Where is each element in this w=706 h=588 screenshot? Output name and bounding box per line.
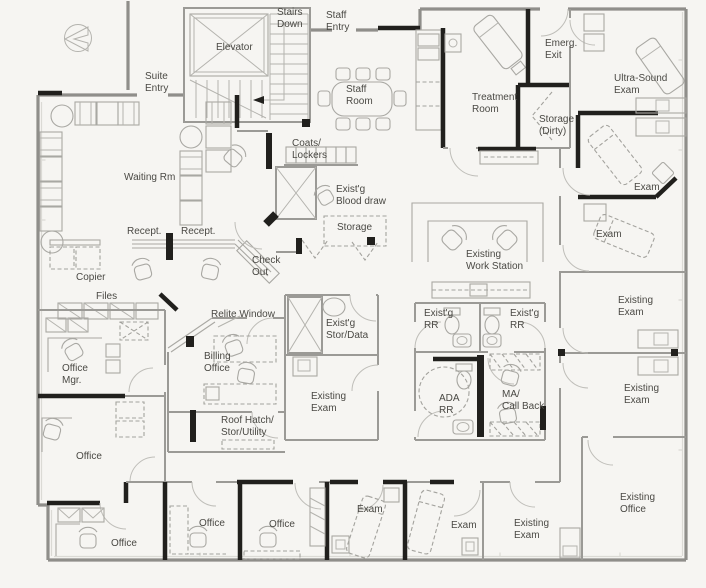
room-label-exam-ne1: Exam — [634, 182, 660, 193]
room-label-stairs-down: Stairs Down — [277, 7, 303, 30]
elevator-stairs-block — [183, 7, 311, 123]
room-label-existing-exam-b: Existing Exam — [514, 518, 550, 541]
room-label-storage: Storage — [337, 222, 373, 233]
work-station-desk — [411, 202, 544, 299]
waiting-room-furniture — [39, 101, 247, 254]
existing-exam-b-furniture — [559, 527, 581, 559]
room-label-roof-hatch: Roof Hatch/ Stor/Utility — [221, 415, 274, 438]
room-label-blood-draw: Exist'g Blood draw — [336, 184, 387, 207]
bottom-row-walls — [126, 479, 560, 560]
room-label-office-b1: Office — [111, 538, 137, 549]
lockers — [284, 146, 358, 166]
restroom-block — [414, 302, 546, 441]
room-label-stor-data: Exist'g Stor/Data — [326, 318, 369, 341]
room-label-existing-office: Existing Office — [620, 492, 656, 515]
room-label-existing-exam-e1: Existing Exam — [618, 295, 654, 318]
billing-area-walls — [167, 295, 286, 453]
exam-b1-furniture — [331, 487, 400, 559]
office-b3-furniture — [243, 487, 326, 560]
exterior-walls — [36, 1, 688, 562]
kitchen-counter — [415, 29, 442, 131]
file-cabinets — [57, 292, 179, 320]
room-label-exam-b1: Exam — [357, 504, 383, 515]
exam-ne1-furniture — [587, 117, 687, 186]
room-label-suite-entry: Suite Entry — [145, 71, 169, 94]
exam-b2-furniture — [406, 489, 479, 556]
room-label-ma-call-back: MA/ Call Back — [502, 389, 545, 412]
room-label-emerg-exit: Emerg. Exit — [545, 38, 578, 61]
room-label-recept-1: Recept. — [127, 226, 162, 237]
room-label-ada-rr: ADA RR — [439, 393, 460, 416]
room-label-office-west: Office — [76, 451, 102, 462]
treatment-room-furniture — [444, 14, 527, 76]
staff-room-furniture — [317, 67, 407, 131]
room-label-copier: Copier — [76, 272, 106, 283]
room-label-staff-entry: Staff Entry — [326, 10, 350, 33]
room-label-billing-office: Billing Office — [204, 351, 231, 374]
room-label-ultra-sound-exam: Ultra-Sound Exam — [614, 73, 668, 96]
blood-draw-area — [275, 166, 387, 261]
room-label-waiting-rm: Waiting Rm — [124, 172, 176, 183]
room-label-existg-rr-1: Exist'g RR — [424, 308, 454, 331]
office-mgr-furniture — [45, 317, 149, 374]
north-arrow-icon — [63, 24, 92, 52]
room-label-recept-2: Recept. — [181, 226, 216, 237]
room-label-coats-lockers: Coats/ Lockers — [292, 138, 328, 161]
copier-furniture — [49, 239, 101, 270]
room-label-office-b3: Office — [269, 519, 295, 530]
room-label-treatment-room: Treatment Room — [472, 92, 518, 115]
stor-data-area — [285, 294, 379, 441]
room-label-staff-room: Staff Room — [346, 84, 373, 107]
room-label-exam-ne2: Exam — [596, 229, 622, 240]
existing-exam-e1-furniture — [637, 329, 679, 376]
room-label-check-out: Check Out — [252, 255, 281, 278]
room-label-elevator: Elevator — [216, 42, 253, 53]
east-exam-walls — [558, 110, 686, 560]
room-label-relite-window: Relite Window — [211, 309, 275, 320]
room-label-work-station: Existing Work Station — [466, 249, 524, 272]
room-label-existing-exam-e2: Existing Exam — [624, 383, 660, 406]
room-label-existg-rr-2: Exist'g RR — [510, 308, 540, 331]
roof-hatch-furniture — [190, 410, 275, 450]
room-label-office-b2: Office — [199, 518, 225, 529]
office-b1-furniture — [55, 507, 105, 556]
reception-counter — [131, 211, 280, 284]
office-b2-furniture — [169, 505, 226, 555]
room-label-exam-b2: Exam — [451, 520, 477, 531]
room-label-office-mgr: Office Mgr. — [62, 363, 88, 386]
office-west-furniture — [41, 401, 145, 452]
room-label-existing-exam-mid: Existing Exam — [311, 391, 347, 414]
room-label-storage-dirty: Storage (Dirty) — [539, 114, 575, 137]
billing-office-furniture — [203, 334, 277, 405]
room-label-files: Files — [96, 291, 118, 302]
ultrasound-furniture — [583, 13, 687, 114]
